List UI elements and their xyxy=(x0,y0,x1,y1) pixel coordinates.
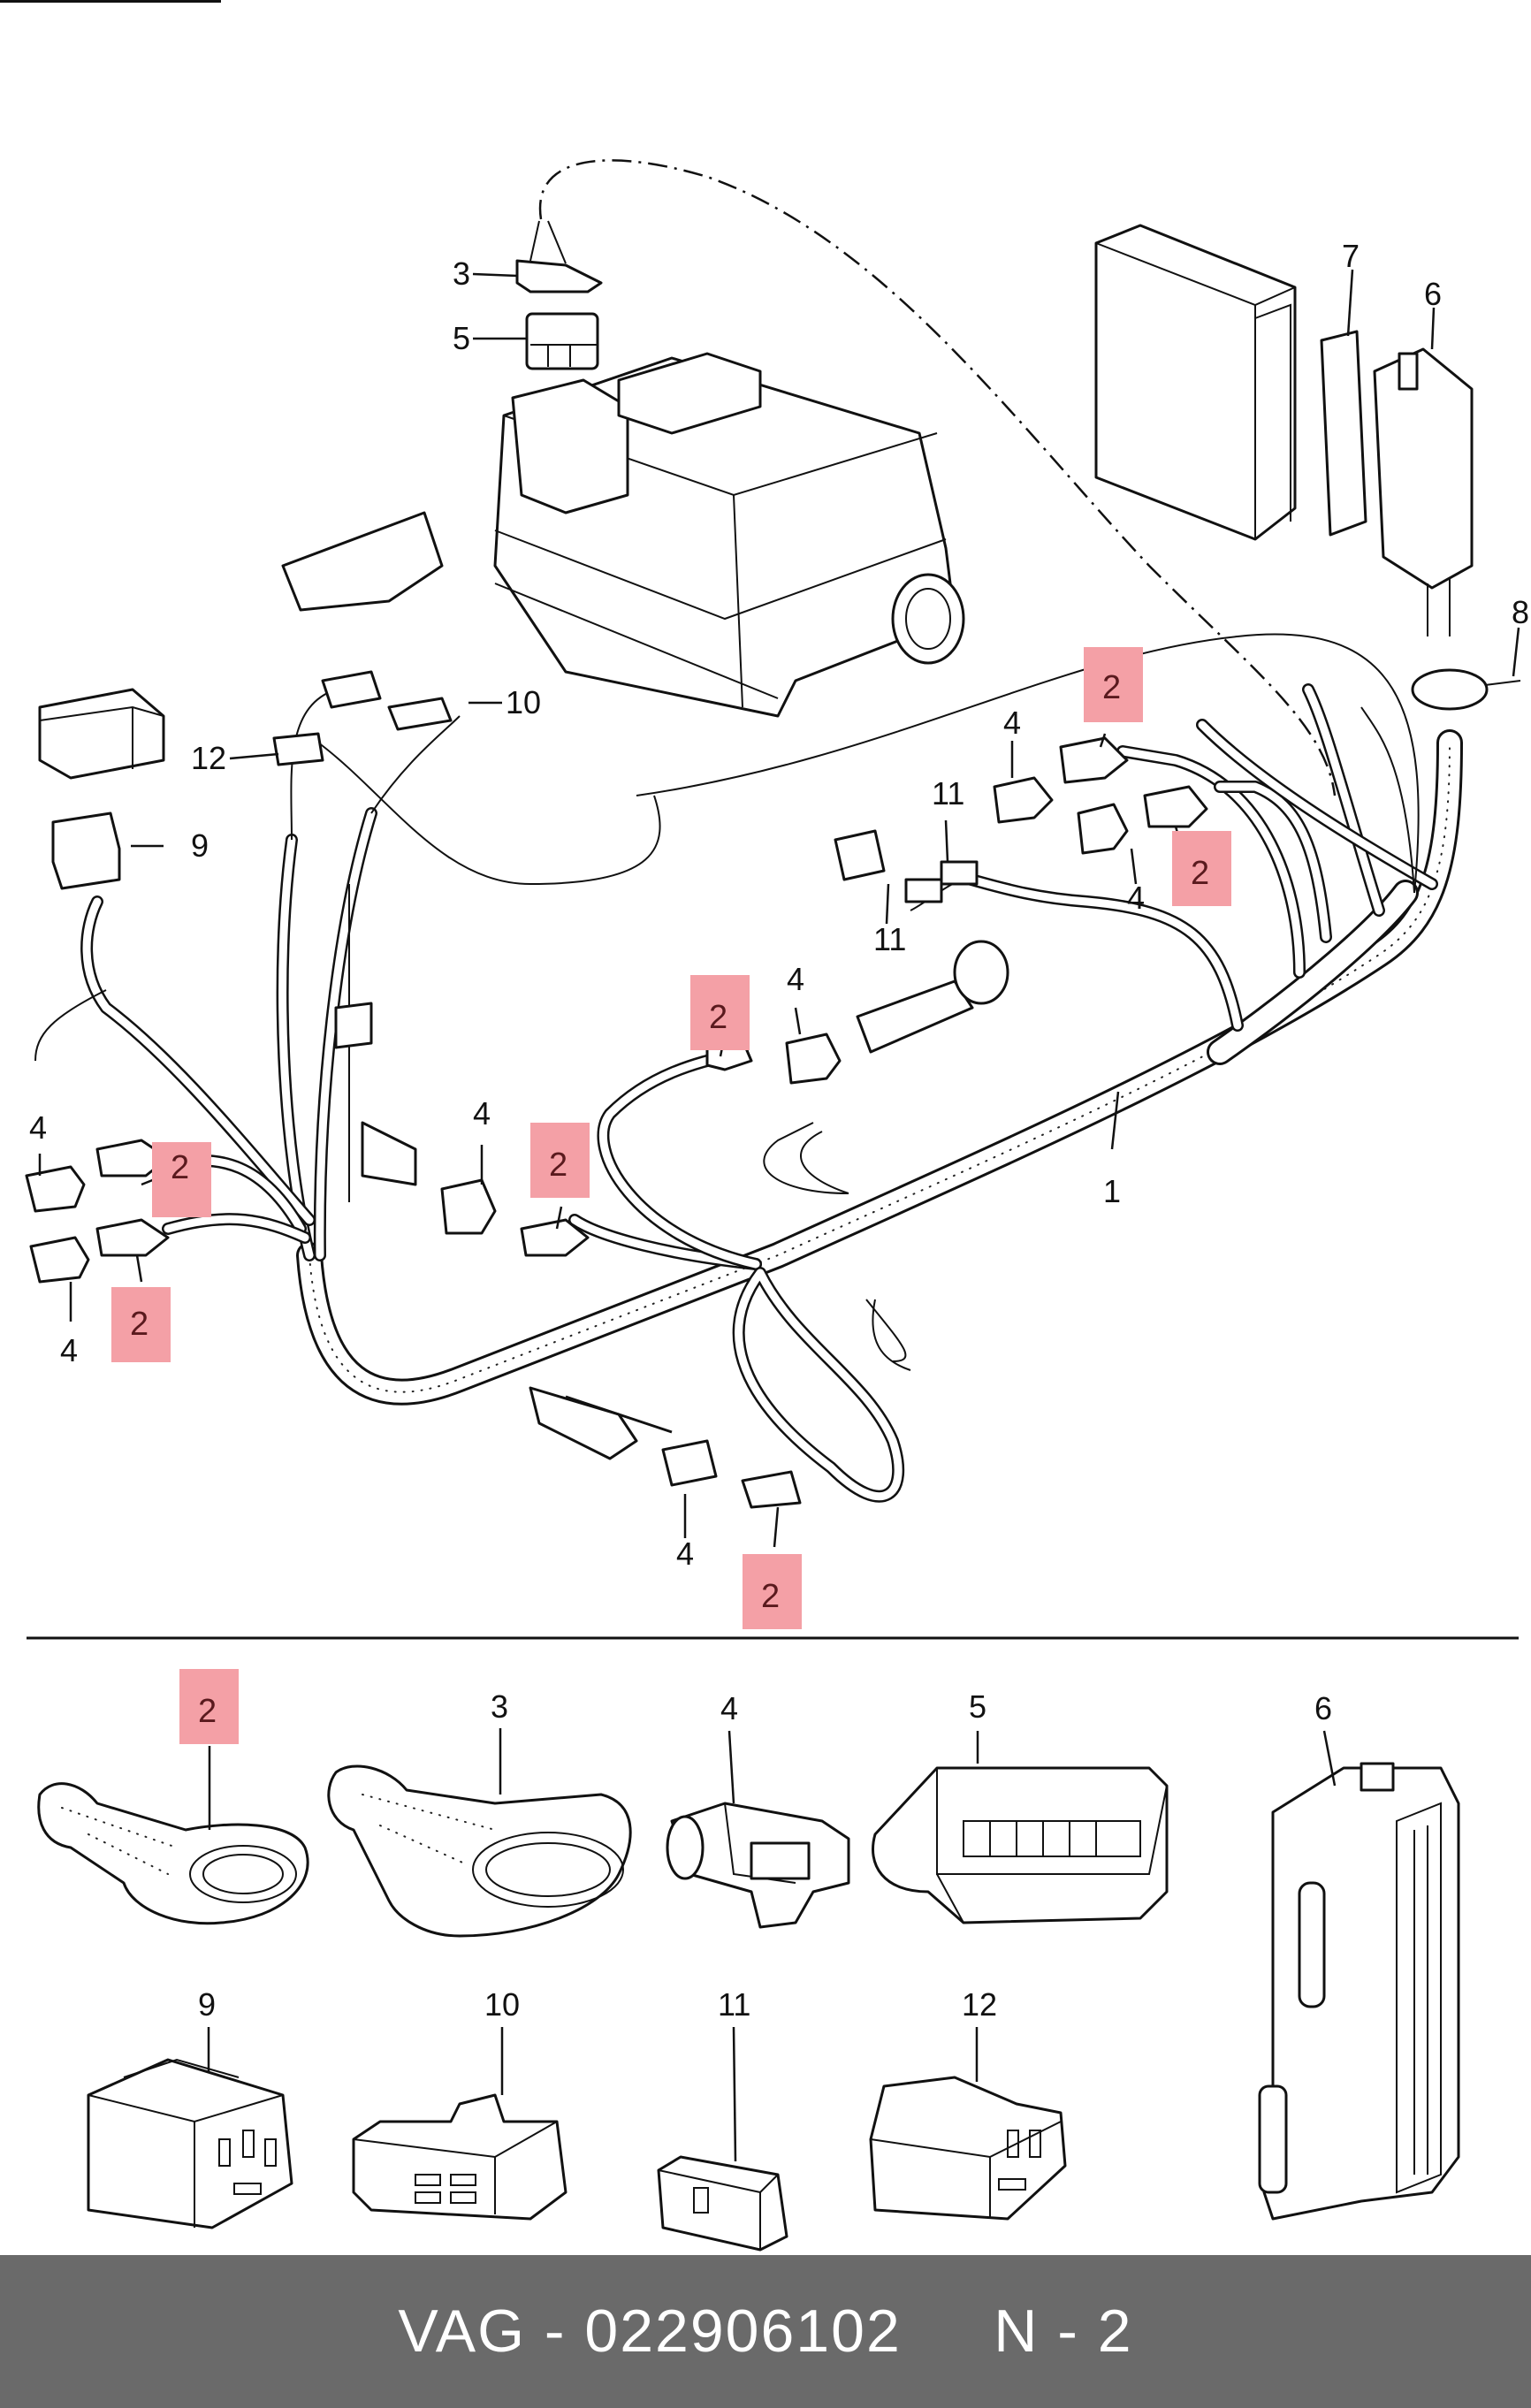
relay-socket-detail-12 xyxy=(869,2076,1067,2221)
exploded-wiring-diagram: 3 5 7 6 8 10 12 9 11 11 4 4 4 4 4 4 4 1 … xyxy=(25,159,1529,2252)
main-harness-loom xyxy=(296,729,1463,1406)
callout-2: 2 xyxy=(549,1147,567,1184)
callout-4: 4 xyxy=(29,1109,47,1146)
branch-wires xyxy=(34,633,1438,1503)
control-unit xyxy=(1094,224,1521,711)
callout-2: 2 xyxy=(171,1149,189,1186)
boot-detail-2 xyxy=(37,1782,309,1925)
callout-4: 4 xyxy=(787,961,804,997)
housing-detail-10 xyxy=(352,2093,567,2221)
connectors-scatter xyxy=(25,736,1208,1509)
callout-3: 3 xyxy=(491,1688,508,1725)
relays-left xyxy=(38,511,453,1049)
cover-and-housing-top xyxy=(515,220,603,370)
callout-2: 2 xyxy=(761,1578,780,1615)
callout-8: 8 xyxy=(1512,594,1529,630)
callout-10: 10 xyxy=(484,1986,520,2023)
callout-2: 2 xyxy=(130,1306,149,1343)
housing-detail-5 xyxy=(872,1766,1169,1924)
callout-2: 2 xyxy=(198,1693,217,1730)
highlight-box xyxy=(690,975,750,1050)
top-rule xyxy=(0,0,221,3)
callout-2: 2 xyxy=(1191,855,1209,892)
routing-line xyxy=(538,159,1337,796)
highlight-box xyxy=(179,1669,239,1744)
callout-2: 2 xyxy=(709,999,727,1036)
callout-1: 1 xyxy=(1103,1173,1121,1209)
callout-11: 11 xyxy=(932,775,964,812)
highlight-box xyxy=(530,1123,590,1198)
callout-6: 6 xyxy=(1424,276,1442,312)
part-number-label: VAG - 022906102 N - 2 xyxy=(398,2298,1133,2365)
highlight-box xyxy=(1172,831,1231,906)
callout-6: 6 xyxy=(1314,1690,1332,1726)
callout-4: 4 xyxy=(1003,705,1021,741)
callout-11: 11 xyxy=(718,1986,750,2023)
relay-socket-detail-9 xyxy=(87,2058,293,2229)
callout-2: 2 xyxy=(1102,669,1121,706)
callout-3: 3 xyxy=(453,255,470,292)
highlight-box xyxy=(743,1554,802,1629)
callout-7: 7 xyxy=(1342,238,1360,274)
highlight-box xyxy=(152,1142,211,1217)
footer-bar: VAG - 022906102 N - 2 xyxy=(0,2255,1531,2408)
leader-line xyxy=(1322,1730,1337,1787)
callout-4: 4 xyxy=(1127,880,1145,916)
callout-4: 4 xyxy=(720,1690,738,1726)
relay-box xyxy=(493,352,965,718)
callout-10: 10 xyxy=(506,684,541,720)
callout-11: 11 xyxy=(873,921,906,957)
callout-5: 5 xyxy=(453,320,470,356)
connector-detail-6 xyxy=(1258,1762,1460,2221)
leader-line xyxy=(727,1730,735,1804)
callout-9: 9 xyxy=(191,827,209,864)
callout-4: 4 xyxy=(676,1535,694,1572)
leader-line xyxy=(732,2026,737,2162)
highlight-box xyxy=(1084,647,1143,722)
callout-5: 5 xyxy=(969,1688,986,1725)
highlight-box xyxy=(111,1287,171,1362)
callout-9: 9 xyxy=(198,1986,216,2023)
callout-4: 4 xyxy=(60,1332,78,1368)
connector-detail-11 xyxy=(657,2155,788,2252)
connector-detail-4 xyxy=(666,1802,850,1929)
callout-12: 12 xyxy=(962,1986,997,2023)
callout-12: 12 xyxy=(191,740,226,776)
callout-4: 4 xyxy=(473,1095,491,1132)
cover-detail-3 xyxy=(327,1764,632,1938)
